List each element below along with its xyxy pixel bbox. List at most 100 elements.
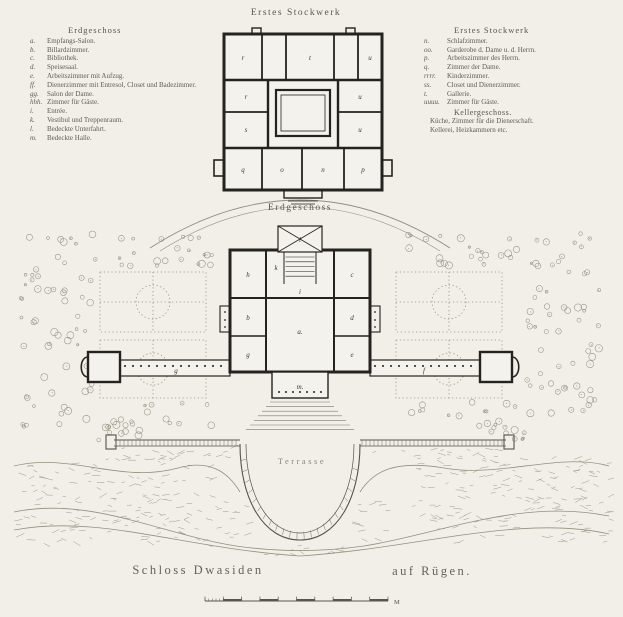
ground-plan-title: Erdgeschoss	[268, 203, 332, 213]
legend-item-label: Entrée.	[47, 107, 68, 116]
legend-item-key: t.	[424, 89, 428, 98]
legend-erdgeschoss: Erdgeschoss a. Empfangs-Salon. b.Billardz…	[30, 26, 200, 142]
room-letter: u	[368, 54, 372, 62]
legend-item-key: ss.	[424, 80, 432, 89]
legend-item: e. Arbeitszimmer mit Aufzug.	[30, 72, 200, 81]
legend-item: ss. Closet und Dienerzimmer.	[424, 81, 610, 90]
room-letter: c	[350, 271, 354, 279]
legend-item: k. Vestibul und Treppenraum.	[30, 116, 200, 125]
legend-item-label: Kinderzimmer.	[447, 71, 490, 80]
legend-item: i.Entrée.	[30, 107, 200, 116]
legend-item: p. Arbeitszimmer des Herrn.	[424, 54, 610, 63]
scale-bar	[204, 596, 389, 602]
garden-and-cliff-texture	[14, 230, 615, 557]
room-letter: r	[245, 93, 248, 101]
legend-item-label: Arbeitszimmer mit Aufzug.	[47, 71, 125, 80]
legend-item-label: Closet und Dienerzimmer.	[447, 80, 521, 89]
legend-item-key: k.	[30, 115, 35, 124]
legend-item-label: Salon der Dame.	[47, 89, 94, 98]
legend-item-label: Zimmer für Gäste.	[47, 98, 99, 107]
legend-item-label: Speisesaal.	[47, 63, 78, 72]
legend-item: t. Gallerie.	[424, 90, 610, 99]
legend-item-label: Zimmer für Gäste.	[447, 98, 499, 107]
legend-sub-line: Küche, Zimmer für die Dienerschaft.	[430, 117, 534, 126]
room-letter: r	[242, 54, 245, 62]
room-letter: b	[246, 314, 250, 322]
legend-item-label: Bibliothek.	[47, 54, 79, 63]
legend-item-label: Bedeckte Unterfahrt.	[47, 124, 106, 133]
room-letter: d	[350, 314, 354, 322]
legend-item: d. Speisesaal.	[30, 63, 200, 72]
plan-columns-and-steps	[123, 256, 473, 430]
room-letter: h	[246, 271, 250, 279]
legend-item-label: Arbeitszimmer des Herrn.	[447, 54, 520, 63]
legend-item-key: uuuu.	[424, 98, 440, 107]
legend-item-key: l.	[30, 124, 34, 133]
legend-item-label: Empfangs-Salon.	[47, 36, 96, 45]
room-letter: k	[274, 264, 278, 272]
room-letter: g	[174, 367, 178, 375]
legend-erdgeschoss-title: Erdgeschoss	[68, 25, 122, 35]
room-letter: l	[299, 236, 301, 244]
legend-item-label: Vestibul und Treppenraum.	[47, 115, 124, 124]
legend-item: a. Empfangs-Salon.	[30, 37, 200, 46]
plate-title-right: auf Rügen.	[392, 564, 472, 578]
legend-item-label: Bedeckte Halle.	[47, 133, 92, 142]
room-letter: t	[309, 54, 312, 62]
legend-erstes-stockwerk-title: Erstes Stockwerk	[454, 25, 530, 35]
legend-item-key: e.	[30, 71, 35, 80]
legend-item: oo. Garderobe d. Dame u. d. Herrn.	[424, 46, 610, 55]
forecourt-arc	[149, 199, 451, 252]
legend-item-label: Zimmer der Dame.	[447, 63, 501, 72]
room-letter: q	[241, 166, 245, 174]
terrace-label: Terrasse	[277, 456, 327, 466]
legend-item-key: q.	[424, 63, 430, 72]
room-letter: f	[423, 367, 426, 375]
room-letter: u	[358, 126, 362, 134]
room-letters: r t u r s u u q o n p l k i a. h b g c d…	[174, 54, 426, 391]
legend-item-label: Dienerzimmer mit Entresol, Closet und Ba…	[47, 80, 197, 89]
room-letter: n	[321, 166, 325, 174]
legend-item-key: hhh.	[30, 98, 43, 107]
legend-sub-line: Kellerei, Heizkammern etc.	[430, 126, 508, 135]
legend-item-key: m.	[30, 133, 37, 142]
plate-title-left: Schloss Dwasiden	[132, 563, 264, 577]
legend-item-key: a.	[30, 36, 36, 45]
legend-kellergeschoss-title: Kellergeschoss.	[454, 107, 512, 117]
legend-item: n.Schlafzimmer.	[424, 37, 610, 46]
room-letter: o	[280, 166, 284, 174]
room-letter: i	[299, 288, 301, 296]
legend-item: uuuu. Zimmer für Gäste.	[424, 98, 610, 107]
legend-item: b.Billardzimmer.	[30, 46, 200, 55]
legend-item-key: d.	[30, 63, 36, 72]
room-letter: g	[246, 351, 250, 359]
room-letter: p	[360, 166, 365, 174]
room-letter: s	[245, 126, 248, 134]
legend-item-key: oo.	[424, 45, 433, 54]
legend-item: ff. Dienerzimmer mit Entresol, Closet und…	[30, 81, 200, 90]
terrace-hatching	[115, 440, 503, 539]
legend-item: m. Bedeckte Halle.	[30, 134, 200, 143]
upper-plan-title: Erstes Stockwerk	[250, 8, 342, 18]
ground-floor-plan	[80, 225, 520, 399]
legend-erstes-stockwerk: Erstes Stockwerk n.Schlafzimmer. oo. Gard…	[424, 26, 610, 135]
legend-item-key: ff.	[30, 80, 36, 89]
legend-item-key: gg.	[30, 89, 39, 98]
legend-item: q. Zimmer der Dame.	[424, 63, 610, 72]
legend-item-label: Garderobe d. Dame u. d. Herrn.	[447, 45, 536, 54]
legend-item: rrrr.Kinderzimmer.	[424, 72, 610, 81]
terrace-wall	[105, 434, 515, 541]
shoreline	[13, 461, 610, 557]
upper-floor-plan	[213, 27, 393, 205]
legend-item: hhh. Zimmer für Gäste.	[30, 98, 200, 107]
room-letter: u	[358, 93, 362, 101]
legend-item-key: b.	[30, 45, 36, 54]
legend-item-key: c.	[30, 54, 35, 63]
legend-item: l. Bedeckte Unterfahrt.	[30, 125, 200, 134]
legend-item-key: p.	[424, 54, 430, 63]
legend-item-label: Gallerie.	[447, 89, 472, 98]
room-letter: a.	[297, 328, 303, 336]
legend-item-label: Schlafzimmer.	[447, 36, 488, 45]
room-letter: m.	[297, 383, 304, 391]
